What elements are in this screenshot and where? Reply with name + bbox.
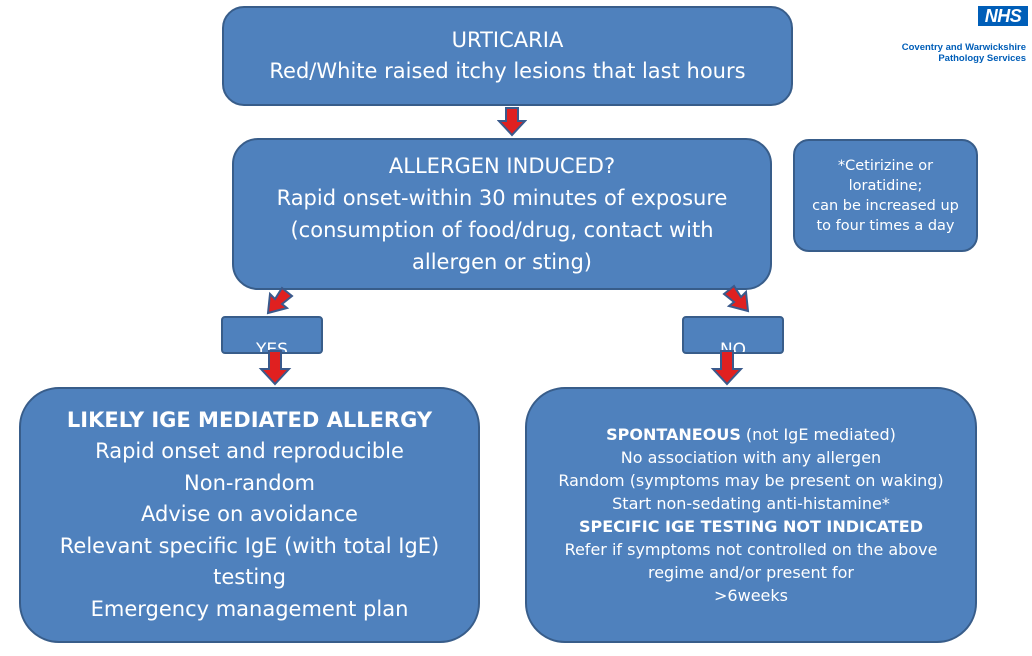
likely-item-2: Non-random — [184, 470, 315, 495]
antihistamine-note-box: *Cetirizine or loratidine; can be increa… — [793, 139, 978, 252]
spontaneous-line-4: SPECIFIC IGE TESTING NOT INDICATED — [578, 517, 924, 536]
arrow-allergen-to-yes — [266, 286, 294, 315]
allergen-line-3: allergen or sting) — [412, 250, 592, 274]
yes-branch-box: YES — [221, 316, 323, 354]
spontaneous-line-2: Random (symptoms may be present on wakin… — [558, 471, 944, 490]
urticaria-title: URTICARIA — [451, 28, 564, 52]
spontaneous-line-3: Start non-sedating anti-histamine* — [612, 494, 890, 513]
likely-item-3: Advise on avoidance — [141, 502, 358, 527]
no-label: NO — [719, 340, 747, 354]
org-line-2: Pathology Services — [938, 53, 1026, 64]
spontaneous-line-6: regime and/or present for — [647, 563, 855, 582]
spontaneous-line-7: >6weeks — [714, 586, 788, 605]
spontaneous-title-bold: SPONTANEOUS — [606, 425, 741, 444]
likely-item-6: Emergency management plan — [90, 596, 409, 621]
allergen-line-2: (consumption of food/drug, contact with — [290, 218, 714, 242]
allergen-line-1: Rapid onset-within 30 minutes of exposur… — [276, 186, 728, 210]
spontaneous-title: SPONTANEOUS (not IgE mediated) — [606, 423, 896, 446]
likely-ige-allergy-box: LIKELY IGE MEDIATED ALLERGY Rapid onset … — [19, 387, 480, 643]
arrow-no-to-spontaneous — [710, 350, 744, 386]
urticaria-box: URTICARIA Red/White raised itchy lesions… — [222, 6, 793, 106]
note-line-3: can be increased up — [812, 197, 959, 214]
likely-item-5: testing — [213, 565, 286, 590]
arrow-allergen-to-no — [722, 284, 750, 313]
spontaneous-line-5: Refer if symptoms not controlled on the … — [564, 540, 938, 559]
likely-item-1: Rapid onset and reproducible — [95, 439, 404, 464]
organisation-name: Coventry and Warwickshire Pathology Serv… — [902, 42, 1026, 64]
note-line-2: loratidine; — [848, 177, 923, 194]
spontaneous-box: SPONTANEOUS (not IgE mediated) No associ… — [525, 387, 977, 643]
no-branch-box: NO — [682, 316, 784, 354]
org-line-1: Coventry and Warwickshire — [901, 42, 1026, 53]
likely-item-4: Relevant specific IgE (with total IgE) — [59, 533, 440, 558]
urticaria-subtitle: Red/White raised itchy lesions that last… — [269, 59, 746, 83]
spontaneous-title-rest: (not IgE mediated) — [740, 425, 896, 444]
arrow-yes-to-likely — [258, 350, 292, 386]
likely-title: LIKELY IGE MEDIATED ALLERGY — [66, 407, 433, 432]
spontaneous-line-1: No association with any allergen — [620, 448, 882, 467]
yes-label: YES — [256, 340, 288, 354]
allergen-induced-box: ALLERGEN INDUCED? Rapid onset-within 30 … — [232, 138, 772, 290]
note-line-4: to four times a day — [816, 217, 955, 234]
allergen-title: ALLERGEN INDUCED? — [388, 154, 616, 178]
arrow-urticaria-to-allergen — [497, 107, 527, 137]
note-line-1: *Cetirizine or — [837, 157, 934, 174]
nhs-logo: NHS — [978, 6, 1028, 26]
